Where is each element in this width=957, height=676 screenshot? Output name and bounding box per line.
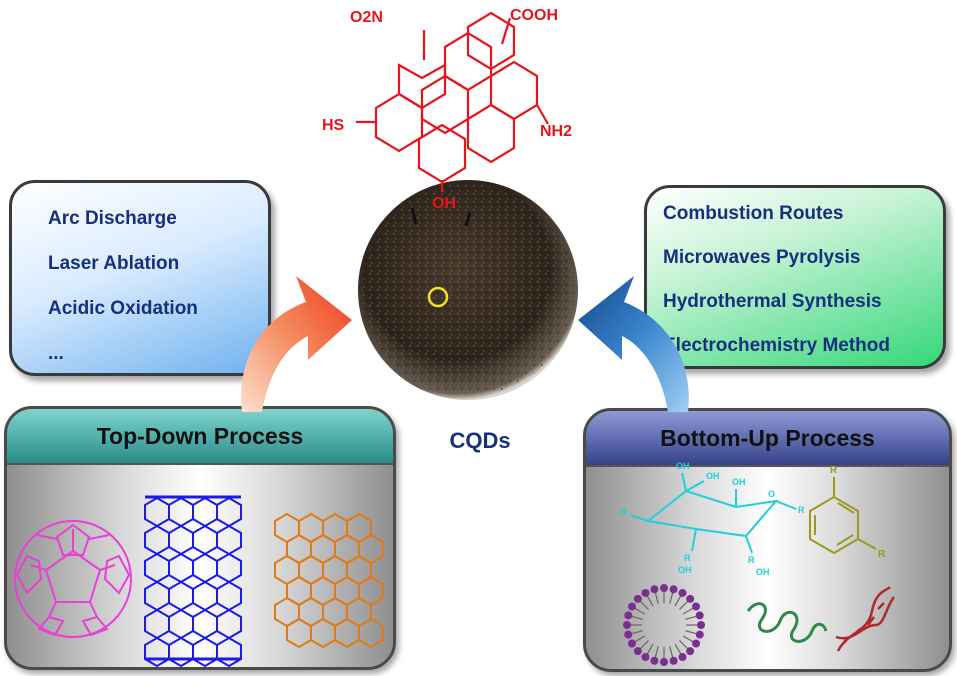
bottom-up-panel: Bottom-Up Process OH OH OH R R R O R OH … — [583, 408, 952, 672]
micelle-head — [695, 611, 704, 620]
micelle-head — [641, 588, 650, 597]
micelle-head — [686, 647, 695, 656]
substituent-cooh: COOH — [510, 7, 558, 24]
substituent-o2n: O2N — [350, 9, 383, 26]
glucose-label: R — [798, 505, 805, 515]
bottom-up-methods-box: Combustion Routes Microwaves Pyrolysis H… — [644, 185, 946, 369]
method-microwaves-pyrolysis: Microwaves Pyrolysis — [663, 247, 861, 268]
bottom-up-arrow-icon — [578, 276, 689, 412]
micelle-tail — [674, 595, 682, 607]
micelle-tail — [654, 646, 659, 658]
method-laser-ablation: Laser Ablation — [48, 253, 180, 274]
glucose-label: R — [620, 507, 627, 517]
method-electrochemistry: Electrochemistry Method — [663, 335, 890, 356]
micelle-head — [624, 630, 633, 639]
micelle-head — [633, 594, 642, 603]
micelle-head — [686, 594, 695, 603]
fullerene-icon — [14, 520, 132, 638]
top-down-panel: Top-Down Process — [4, 406, 396, 670]
micelle-head — [678, 653, 687, 662]
bottom-up-structures: OH OH OH R R R O R OH OH R R — [620, 461, 896, 666]
micelle-head — [678, 588, 687, 597]
micelle-head — [669, 656, 678, 665]
micelle-tail — [685, 630, 697, 635]
glucose-label: OH — [756, 567, 770, 577]
micelle-head — [697, 621, 705, 629]
micelle-head — [692, 602, 701, 611]
micelle-tail — [631, 615, 643, 620]
dna-icon — [835, 586, 896, 652]
glucose-label: OH — [678, 565, 692, 575]
micelle-tail — [631, 630, 643, 635]
micelle-head — [660, 584, 668, 592]
micelle-tail — [639, 640, 649, 650]
top-down-methods-box: Arc Discharge Laser Ablation Acidic Oxid… — [9, 180, 271, 376]
micelle-tail — [682, 635, 694, 643]
method-hydrothermal-synthesis: Hydrothermal Synthesis — [663, 291, 882, 312]
micelle-head — [695, 630, 704, 639]
micelle-tail — [634, 635, 646, 643]
micelle-head — [627, 639, 636, 648]
glucose-label: OH — [732, 477, 746, 487]
top-down-structures — [14, 495, 384, 667]
nanotube-icon — [144, 495, 242, 667]
micelle-head — [660, 658, 668, 666]
benzene-icon — [809, 477, 877, 555]
micelle-icon — [623, 584, 705, 666]
substituent-oh: OH — [432, 195, 456, 212]
method-combustion-routes: Combustion Routes — [663, 203, 844, 224]
micelle-tail — [679, 600, 689, 610]
micelle-head — [650, 656, 659, 665]
micelle-head — [623, 621, 631, 629]
micelle-head — [641, 653, 650, 662]
micelle-tail — [639, 600, 649, 610]
glucose-icon — [629, 472, 797, 554]
cqd-particle-icon — [358, 180, 578, 400]
cqd-label: CQDs — [449, 428, 511, 453]
top-down-arrow-icon — [241, 276, 352, 412]
helix-icon — [746, 602, 828, 643]
graphene-icon — [274, 512, 384, 648]
micelle-tail — [654, 592, 659, 604]
method-acidic-oxidation: Acidic Oxidation — [48, 298, 198, 319]
method-arc-discharge: Arc Discharge — [48, 208, 177, 229]
micelle-head — [650, 585, 659, 594]
micelle-tail — [679, 640, 689, 650]
micelle-head — [633, 647, 642, 656]
glucose-label: OH — [676, 461, 690, 471]
micelle-tail — [669, 646, 674, 658]
glucose-label: R — [748, 555, 755, 565]
glucose-label: OH — [706, 471, 720, 481]
micelle-tail — [646, 595, 654, 607]
micelle-tail — [682, 607, 694, 615]
micelle-tail — [669, 592, 674, 604]
micelle-tail — [646, 643, 654, 655]
micelle-head — [627, 602, 636, 611]
bottom-up-title: Bottom-Up Process — [586, 411, 949, 467]
glucose-label: R — [684, 553, 691, 563]
glucose-label: O — [768, 489, 775, 499]
micelle-tail — [685, 615, 697, 620]
benzene-label: R — [878, 549, 886, 560]
micelle-head — [669, 585, 678, 594]
micelle-tail — [634, 607, 646, 615]
cqd-molecule-icon — [356, 11, 549, 192]
substituent-nh2: NH2 — [540, 123, 572, 140]
micelle-head — [692, 639, 701, 648]
method-more: ... — [48, 343, 64, 364]
top-down-title: Top-Down Process — [7, 409, 393, 465]
micelle-head — [624, 611, 633, 620]
benzene-label: R — [830, 465, 838, 476]
substituent-hs: HS — [322, 117, 345, 134]
micelle-tail — [674, 643, 682, 655]
